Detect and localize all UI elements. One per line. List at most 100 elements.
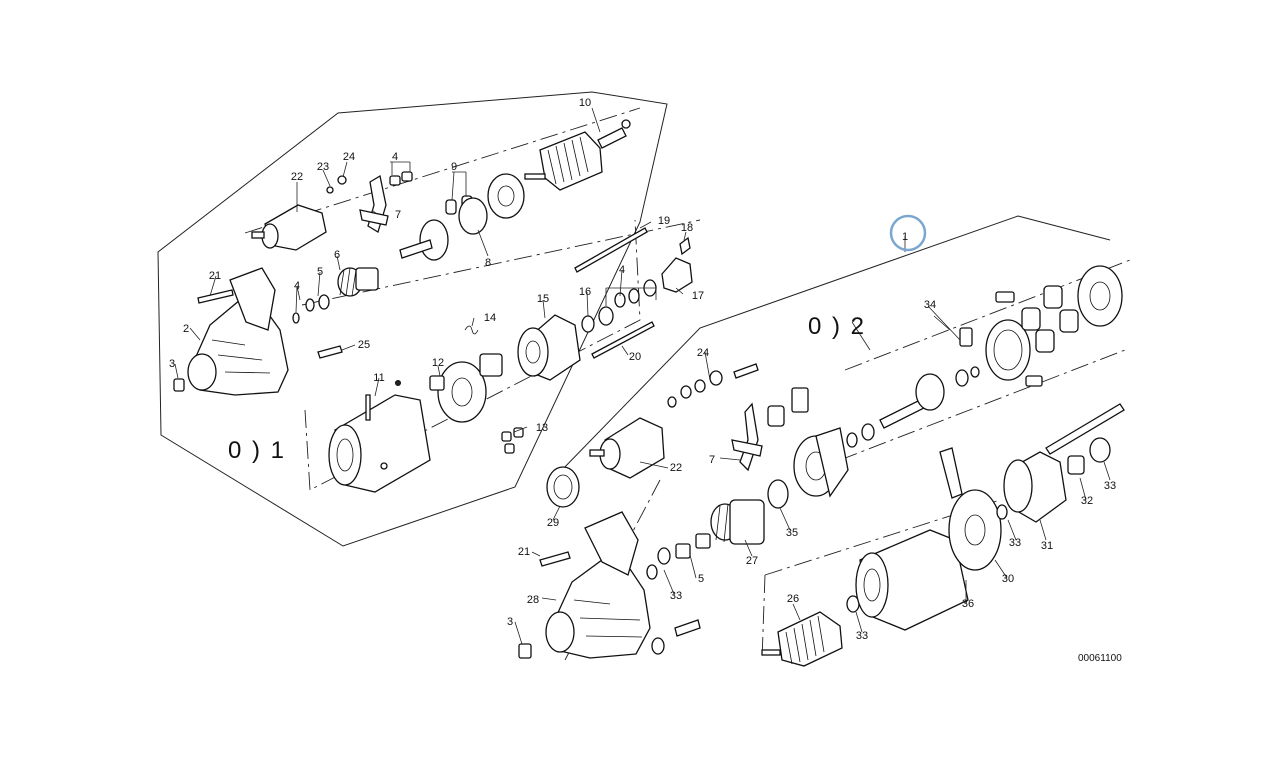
bolt bbox=[197, 289, 234, 304]
solenoid bbox=[251, 175, 347, 251]
part-callout-15[interactable]: 15 bbox=[537, 293, 549, 305]
washer bbox=[970, 366, 980, 378]
ring-gear bbox=[959, 319, 1031, 381]
part-callout-5[interactable]: 5 bbox=[698, 573, 704, 585]
washer bbox=[996, 504, 1008, 520]
washer bbox=[955, 369, 969, 387]
washer bbox=[292, 312, 300, 324]
part-callout-33[interactable]: 33 bbox=[1104, 480, 1116, 492]
bushing bbox=[1067, 455, 1085, 475]
planet-gear bbox=[1035, 329, 1055, 353]
nut bbox=[667, 396, 677, 408]
commutator-end-cover bbox=[1003, 451, 1067, 523]
part-callout-4[interactable]: 4 bbox=[619, 264, 625, 276]
drawing-reference-number: 00061100 bbox=[1078, 653, 1122, 664]
group-label: 0 ) 1 bbox=[228, 437, 286, 464]
part-callout-29[interactable]: 29 bbox=[547, 517, 559, 529]
part-callout-2[interactable]: 2 bbox=[183, 323, 189, 335]
axis-line bbox=[839, 349, 1126, 461]
bushing bbox=[657, 547, 671, 565]
part-callout-27[interactable]: 27 bbox=[746, 555, 758, 567]
part-callout-26[interactable]: 26 bbox=[787, 593, 799, 605]
brush-holder bbox=[429, 353, 503, 423]
part-callout-4[interactable]: 4 bbox=[392, 151, 398, 163]
part-callout-12[interactable]: 12 bbox=[432, 357, 444, 369]
gear-clip bbox=[995, 291, 1015, 303]
rod bbox=[591, 321, 655, 359]
bushing bbox=[628, 288, 640, 304]
small-part bbox=[389, 175, 401, 186]
part-callout-20[interactable]: 20 bbox=[629, 351, 641, 363]
part-callout-22[interactable]: 22 bbox=[291, 171, 303, 183]
pinion-drive bbox=[337, 267, 379, 297]
retaining-ring-inner bbox=[553, 474, 573, 500]
washer bbox=[318, 294, 330, 310]
part-callout-21[interactable]: 21 bbox=[518, 546, 530, 558]
planetary-gear-set bbox=[399, 173, 525, 261]
part-callout-31[interactable]: 31 bbox=[1041, 540, 1053, 552]
part-callout-23[interactable]: 23 bbox=[317, 161, 329, 173]
washer bbox=[646, 564, 658, 580]
tie-rod bbox=[574, 227, 648, 273]
intermediate-bearing bbox=[793, 427, 849, 498]
nut bbox=[694, 379, 706, 393]
drive-end-housing bbox=[173, 267, 289, 396]
part-callout-3[interactable]: 3 bbox=[169, 358, 175, 370]
end-cap bbox=[661, 257, 693, 293]
fork-lever bbox=[739, 402, 759, 472]
part-callout-13[interactable]: 13 bbox=[536, 422, 548, 434]
part-callout-32[interactable]: 32 bbox=[1081, 495, 1093, 507]
part-callout-24[interactable]: 24 bbox=[343, 151, 355, 163]
brush-plate bbox=[939, 447, 1002, 571]
retaining-ring bbox=[546, 466, 580, 508]
end-plate bbox=[1077, 265, 1123, 327]
part-callout-25[interactable]: 25 bbox=[358, 339, 370, 351]
brush bbox=[504, 443, 515, 454]
fork-lever-lower bbox=[731, 439, 763, 457]
washer bbox=[651, 637, 665, 655]
washer bbox=[861, 423, 875, 441]
part-callout-7[interactable]: 7 bbox=[395, 209, 401, 221]
part-callout-28[interactable]: 28 bbox=[527, 594, 539, 606]
armature bbox=[524, 119, 631, 191]
armature bbox=[761, 611, 843, 667]
highlight-callout[interactable]: 1 bbox=[902, 231, 908, 243]
part-callout-21[interactable]: 21 bbox=[209, 270, 221, 282]
part-callout-6[interactable]: 6 bbox=[334, 249, 340, 261]
part-callout-11[interactable]: 11 bbox=[373, 372, 384, 384]
field-frame bbox=[328, 380, 431, 493]
part-callout-9[interactable]: 9 bbox=[451, 161, 457, 173]
group-label: 0 ) 2 bbox=[808, 313, 866, 340]
part-callout-17[interactable]: 17 bbox=[692, 290, 704, 302]
part-callout-14[interactable]: 14 bbox=[484, 312, 496, 324]
part-callout-36[interactable]: 36 bbox=[962, 598, 974, 610]
part-callout-33[interactable]: 33 bbox=[670, 590, 682, 602]
spring bbox=[464, 325, 479, 335]
part-callout-34[interactable]: 34 bbox=[924, 299, 936, 311]
part-callout-4[interactable]: 4 bbox=[294, 280, 300, 292]
part-callout-10[interactable]: 10 bbox=[579, 97, 591, 109]
part-callout-33[interactable]: 33 bbox=[1009, 537, 1021, 549]
part-callout-5[interactable]: 5 bbox=[317, 266, 323, 278]
field-frame bbox=[855, 529, 969, 631]
part-callout-16[interactable]: 16 bbox=[579, 286, 591, 298]
bushing bbox=[598, 306, 614, 326]
bushing bbox=[695, 533, 711, 549]
part-callout-35[interactable]: 35 bbox=[786, 527, 798, 539]
washer bbox=[305, 298, 315, 312]
part-callout-33[interactable]: 33 bbox=[856, 630, 868, 642]
part-callout-19[interactable]: 19 bbox=[658, 215, 670, 227]
bolt bbox=[733, 363, 759, 379]
part-callout-18[interactable]: 18 bbox=[681, 222, 693, 234]
planet-gear bbox=[1021, 307, 1041, 331]
part-callout-22[interactable]: 22 bbox=[670, 462, 682, 474]
part-callout-24[interactable]: 24 bbox=[697, 347, 709, 359]
bushing bbox=[675, 543, 691, 559]
fork-lever-lower bbox=[359, 209, 389, 226]
part-callout-30[interactable]: 30 bbox=[1002, 573, 1014, 585]
part-callout-7[interactable]: 7 bbox=[709, 454, 715, 466]
part-callout-8[interactable]: 8 bbox=[485, 257, 491, 269]
screw bbox=[679, 236, 691, 256]
pinion-drive bbox=[710, 499, 765, 545]
part-callout-3[interactable]: 3 bbox=[507, 616, 513, 628]
